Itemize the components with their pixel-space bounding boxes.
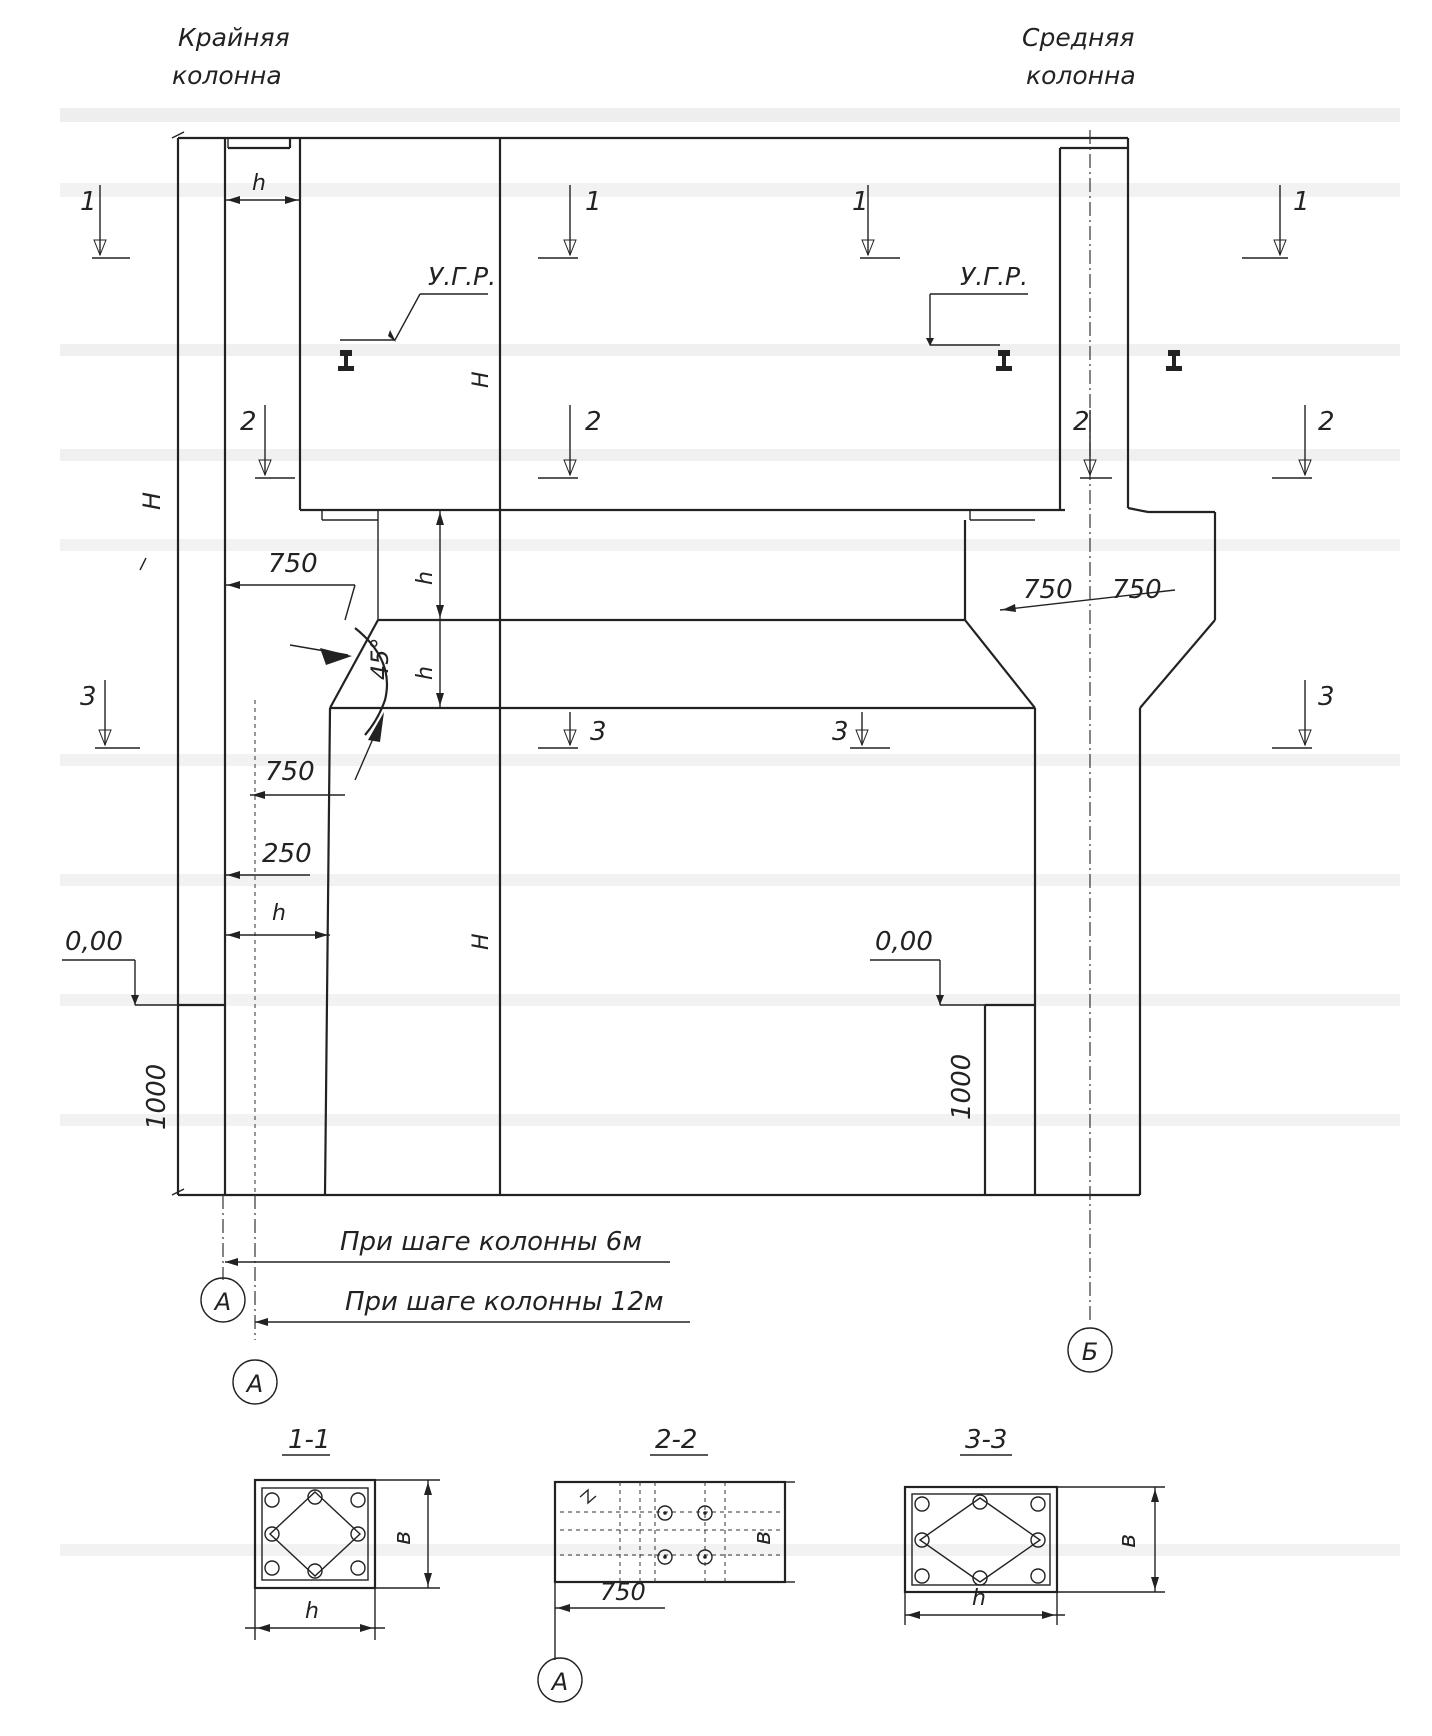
- axis-a2-label: А: [245, 1370, 263, 1398]
- section-2-label-c: 2: [1073, 407, 1090, 437]
- rail-icon-far-right: [1166, 350, 1182, 371]
- section-3-label-c: 3: [832, 717, 849, 747]
- section-marks-3: 3 3 3 3: [80, 680, 1335, 749]
- axis-marker-b: Б: [1067, 1327, 1113, 1373]
- depth-right-label: 1000: [947, 1054, 977, 1120]
- edge-column-label-1: Крайняя: [178, 23, 290, 52]
- step-6-label: При шаге колонны 6м: [340, 1227, 642, 1257]
- section-3-3: 3-3 в h: [903, 1425, 1165, 1625]
- crane-level-left: У.Г.Р.: [338, 262, 496, 371]
- section-1-1: 1-1 в h: [245, 1425, 440, 1640]
- section-2-2-side-label: в: [748, 1531, 776, 1545]
- rail-icon-right: [996, 350, 1012, 371]
- axis-a1-label: А: [213, 1288, 231, 1316]
- middle-column: [500, 138, 1217, 1195]
- section-1-label-b: 1: [585, 187, 602, 217]
- section-3-label-a: 3: [80, 682, 97, 712]
- section-1-1-title: 1-1: [288, 1425, 330, 1455]
- step-12-label: При шаге колонны 12м: [345, 1287, 664, 1317]
- crane-level-left-label: У.Г.Р.: [428, 262, 496, 291]
- dim-750-middle-b: 750: [1112, 575, 1162, 605]
- dim-750-lower-left: 750: [265, 757, 315, 787]
- section-1-label-c: 1: [852, 187, 869, 217]
- middle-column-label-1: Средняя: [1022, 23, 1134, 52]
- zero-right-label: 0,00: [875, 927, 933, 957]
- H-lower-label: H: [469, 933, 494, 950]
- section-2-2: 2-2 в 750 А: [537, 1425, 795, 1703]
- dim-250-label: 250: [262, 839, 312, 869]
- frame-outline: [171, 131, 1140, 1197]
- section-2-label-a: 2: [240, 407, 257, 437]
- edge-column: [223, 138, 500, 1196]
- depth-left-label: 1000: [142, 1064, 172, 1130]
- dim-750-bracket-left: 750: [268, 549, 318, 579]
- crane-level-right-label: У.Г.Р.: [960, 262, 1028, 291]
- axis-marker-a2: А: [232, 1359, 278, 1405]
- rail-icon-left: [338, 350, 354, 371]
- angle-label: 45°: [366, 637, 394, 680]
- section-2-2-bottom-label: 750: [600, 1578, 646, 1606]
- section-1-1-bottom-label: h: [305, 1599, 319, 1624]
- dim-750-middle-a: 750: [1023, 575, 1073, 605]
- section-3-3-bottom-label: h: [972, 1586, 986, 1611]
- dimensions: h 750 h h 45° 750 250 h H: [62, 171, 1176, 1130]
- edge-column-label-2: колонна: [172, 61, 282, 90]
- step-notes: При шаге колонны 6м При шаге колонны 12м: [225, 1227, 690, 1326]
- section-3-3-title: 3-3: [965, 1425, 1007, 1455]
- hk-top-label: h: [252, 171, 266, 196]
- hk-lower-label: h: [272, 901, 286, 926]
- section-1-1-side-label: в: [388, 1531, 416, 1545]
- section-2-label-d: 2: [1318, 407, 1335, 437]
- axis-b-label: Б: [1082, 1338, 1098, 1366]
- crane-level-right: У.Г.Р.: [926, 262, 1182, 371]
- axis-marker-a1: А: [200, 1277, 246, 1323]
- h-top-label: h: [413, 571, 438, 585]
- section-2-label-b: 2: [585, 407, 602, 437]
- zero-left-label: 0,00: [65, 927, 123, 957]
- section-2-2-title: 2-2: [655, 1425, 697, 1455]
- section-3-3-side-label: в: [1113, 1534, 1141, 1548]
- section-marks-2: 2 2 2 2: [240, 405, 1335, 479]
- section-3-label-b: 3: [590, 717, 607, 747]
- section-marks-1: 1 1 1 1: [80, 185, 1310, 259]
- h-bottom-label: h: [413, 666, 438, 680]
- section-1-label-d: 1: [1293, 187, 1310, 217]
- section-3-label-d: 3: [1318, 682, 1335, 712]
- axis-a-section-label: А: [550, 1668, 568, 1696]
- total-height-label: H: [138, 492, 166, 510]
- section-1-label-a: 1: [80, 187, 97, 217]
- middle-column-label-2: колонна: [1026, 61, 1136, 90]
- H-upper-label: H: [469, 371, 494, 388]
